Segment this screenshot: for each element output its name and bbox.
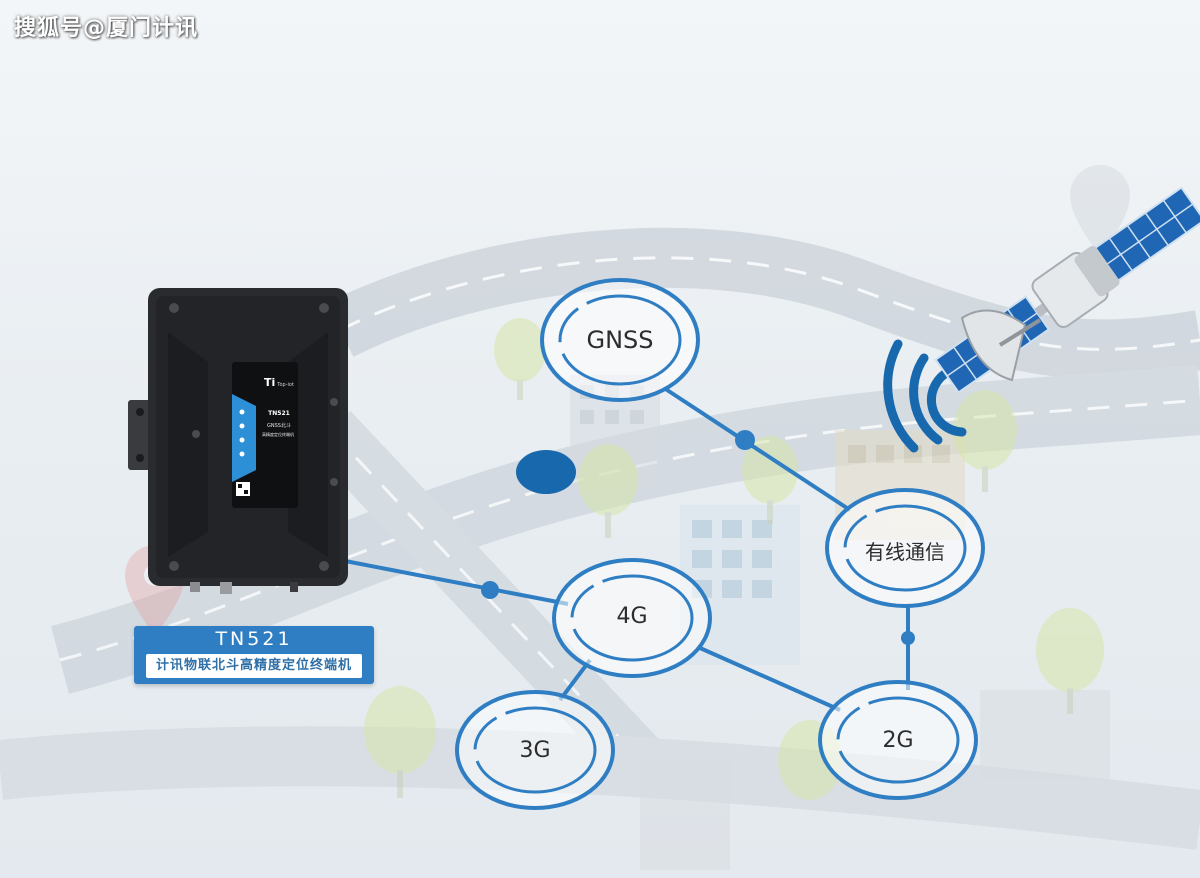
node-gnss-label: GNSS (586, 326, 654, 354)
location-dot (516, 450, 576, 494)
product-caption: TN521 计讯物联北斗高精度定位终端机 (134, 626, 374, 684)
satellite-icon (934, 186, 1200, 394)
node-3g-ring (455, 690, 615, 810)
device-subtitle: GNSS北斗 (267, 423, 291, 429)
signal-waves-icon (883, 339, 967, 453)
node-2g-label: 2G (882, 728, 914, 753)
device-model: TN521 (268, 410, 290, 417)
tree-icon (364, 318, 1104, 800)
caption-subtitle: 计讯物联北斗高精度定位终端机 (146, 654, 362, 678)
node-wired-label: 有线通信 (865, 540, 945, 564)
node-2g-ring (818, 680, 978, 800)
node-gnss-ring (540, 278, 700, 402)
status-led-strip (232, 394, 256, 482)
device-desc: 高精度定位终端机 (262, 432, 294, 437)
node-wired-ring (825, 488, 985, 608)
network-links (339, 386, 910, 712)
watermark: 搜狐号@厦门计讯 (14, 16, 199, 41)
caption-title: TN521 (215, 628, 293, 650)
link-junctions (481, 430, 915, 645)
node-3g-label: 3G (519, 738, 551, 763)
node-4g-label: 4G (616, 604, 648, 629)
node-4g-ring (552, 558, 712, 678)
